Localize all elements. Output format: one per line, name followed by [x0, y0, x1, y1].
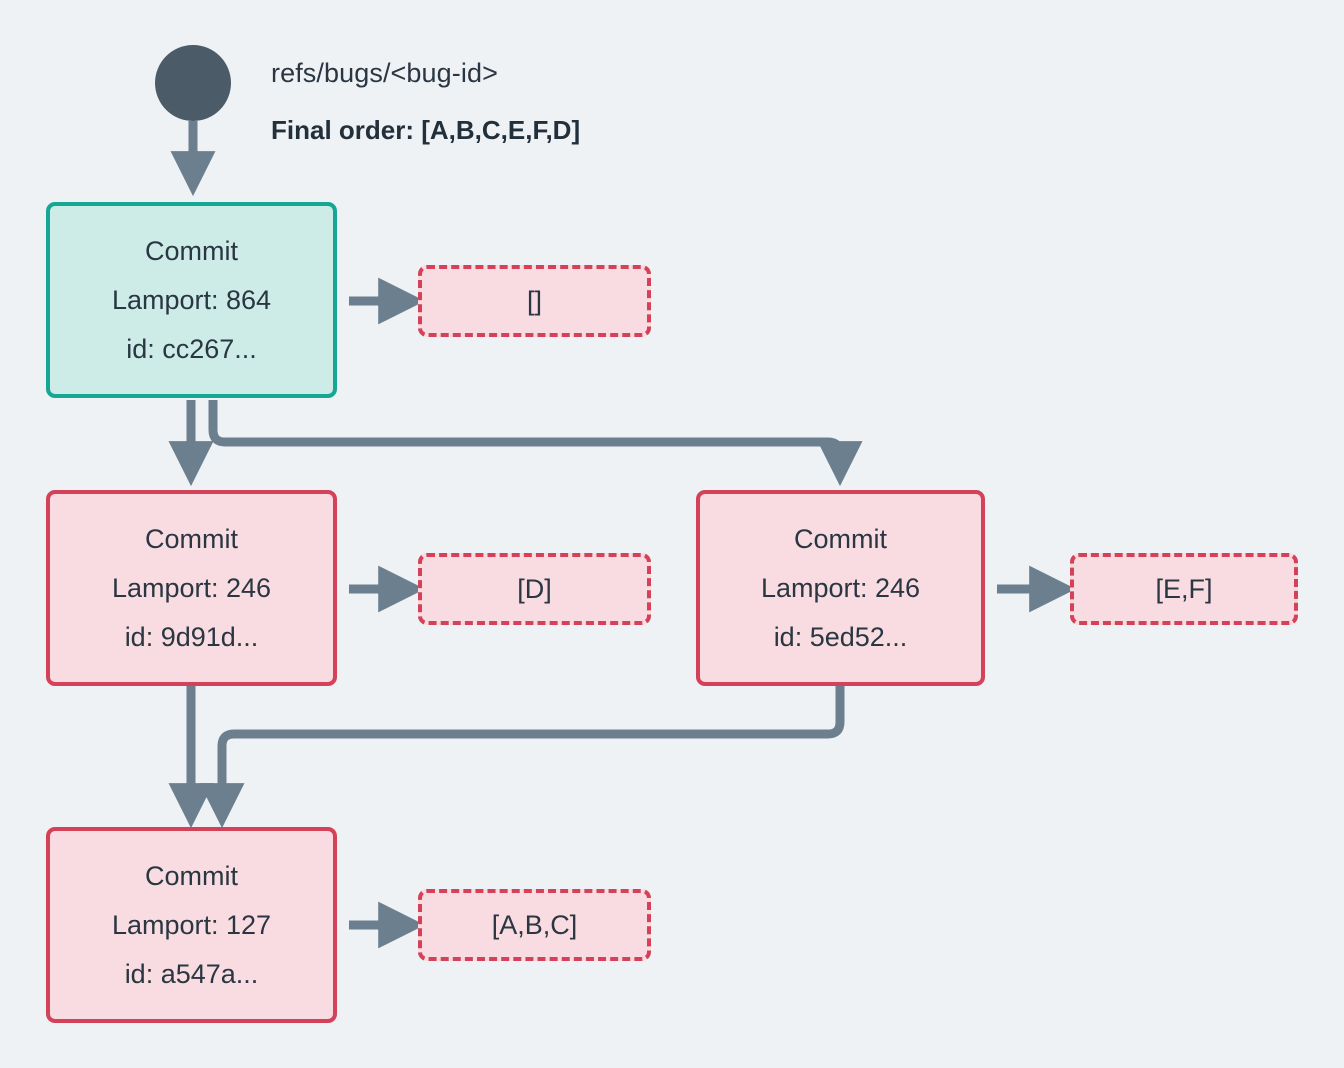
edge-5ed52-to-a547a: [199, 686, 845, 829]
ref-path-label: refs/bugs/<bug-id>: [271, 58, 498, 88]
commit-label: Commit: [145, 235, 238, 266]
commit-id: id: 9d91d...: [124, 621, 259, 652]
commit-label: Commit: [145, 860, 238, 891]
commit-lamport: Lamport: 246: [111, 572, 272, 603]
payload-box-a547a[interactable]: [A,B,C]: [418, 889, 651, 961]
commit-label: Commit: [145, 523, 238, 554]
commit-node-a547a[interactable]: Commit Lamport: 127 id: a547a...: [46, 827, 337, 1023]
payload-box-5ed52[interactable]: [E,F]: [1070, 553, 1298, 625]
ref-root-node[interactable]: [155, 45, 231, 121]
commit-lamport: Lamport: 864: [111, 284, 272, 315]
payload-box-9d91d[interactable]: [D]: [418, 553, 651, 625]
payload-box-cc267[interactable]: []: [418, 265, 651, 337]
commit-node-cc267[interactable]: Commit Lamport: 864 id: cc267...: [46, 202, 337, 398]
commit-id: id: cc267...: [126, 333, 257, 364]
commit-lamport: Lamport: 246: [760, 572, 921, 603]
commit-lamport: Lamport: 127: [111, 909, 272, 940]
commit-id: id: 5ed52...: [773, 621, 908, 652]
commit-node-5ed52[interactable]: Commit Lamport: 246 id: 5ed52...: [696, 490, 985, 686]
commit-id: id: a547a...: [124, 958, 259, 989]
edge-cc267-to-5ed52: [208, 400, 863, 487]
commit-node-9d91d[interactable]: Commit Lamport: 246 id: 9d91d...: [46, 490, 337, 686]
final-order-label: Final order: [A,B,C,E,F,D]: [271, 115, 581, 145]
commit-label: Commit: [794, 523, 887, 554]
